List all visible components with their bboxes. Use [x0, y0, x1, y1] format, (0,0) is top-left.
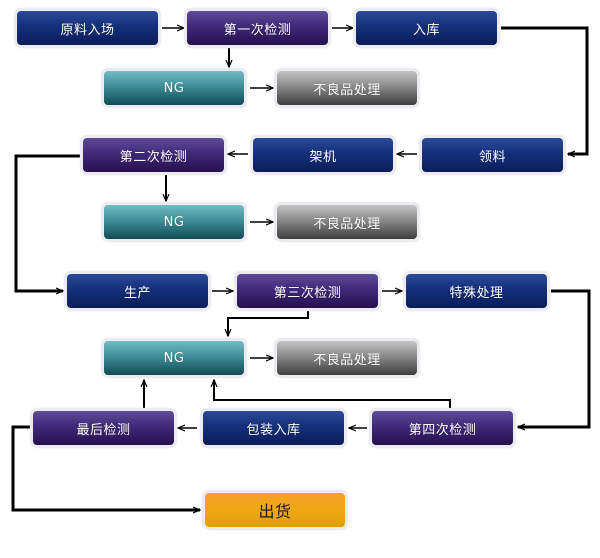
arrow-final-to-shipment	[11, 425, 200, 510]
node-warehouse-in: 入库	[353, 8, 500, 48]
node-label: 第一次检测	[223, 22, 292, 38]
node-label: NG	[163, 350, 185, 366]
node-label: 包装入库	[246, 422, 301, 438]
node-defect-handling-2: 不良品处理	[274, 202, 420, 242]
arrow-third-to-ng3	[228, 309, 309, 336]
node-ng-2: NG	[101, 202, 247, 242]
arrow-special-to-fourth	[518, 289, 591, 427]
node-label: 特殊处理	[449, 285, 504, 301]
arrow-fourth-to-ng3	[214, 380, 451, 409]
node-material-pick: 领料	[419, 135, 566, 175]
node-label: NG	[163, 80, 185, 96]
node-label: 最后检测	[76, 422, 131, 438]
arrow-warehouse-to-pick	[501, 26, 589, 154]
node-packing-warehouse: 包装入库	[200, 408, 347, 448]
node-label: 原料入场	[60, 22, 115, 38]
node-machine-setup: 架机	[250, 135, 396, 175]
node-label: 不良品处理	[313, 82, 381, 98]
node-shipment: 出货	[202, 490, 348, 530]
node-label: 第四次检测	[408, 422, 477, 438]
node-label: 第二次检测	[119, 149, 188, 165]
node-third-inspection: 第三次检测	[234, 271, 381, 311]
node-final-inspection: 最后检测	[30, 408, 177, 448]
node-label: 领料	[478, 149, 506, 165]
node-defect-handling-1: 不良品处理	[274, 68, 420, 108]
node-label: 入库	[412, 22, 440, 38]
node-ng-1: NG	[101, 68, 247, 108]
node-label: 不良品处理	[313, 216, 381, 232]
node-label: 架机	[309, 149, 337, 165]
node-second-inspection: 第二次检测	[80, 135, 227, 175]
node-label: 生产	[123, 285, 151, 301]
node-label: 不良品处理	[313, 352, 381, 368]
node-production: 生产	[64, 271, 211, 311]
node-label: 第三次检测	[273, 285, 342, 301]
node-special-handling: 特殊处理	[403, 271, 550, 311]
node-defect-handling-3: 不良品处理	[274, 338, 420, 378]
node-fourth-inspection: 第四次检测	[369, 408, 516, 448]
node-label: NG	[163, 214, 185, 230]
arrow-second-to-production	[14, 154, 80, 291]
node-ng-3: NG	[101, 338, 247, 378]
node-first-inspection: 第一次检测	[184, 8, 331, 48]
node-label: 出货	[258, 502, 292, 521]
node-raw-material-in: 原料入场	[14, 8, 161, 48]
